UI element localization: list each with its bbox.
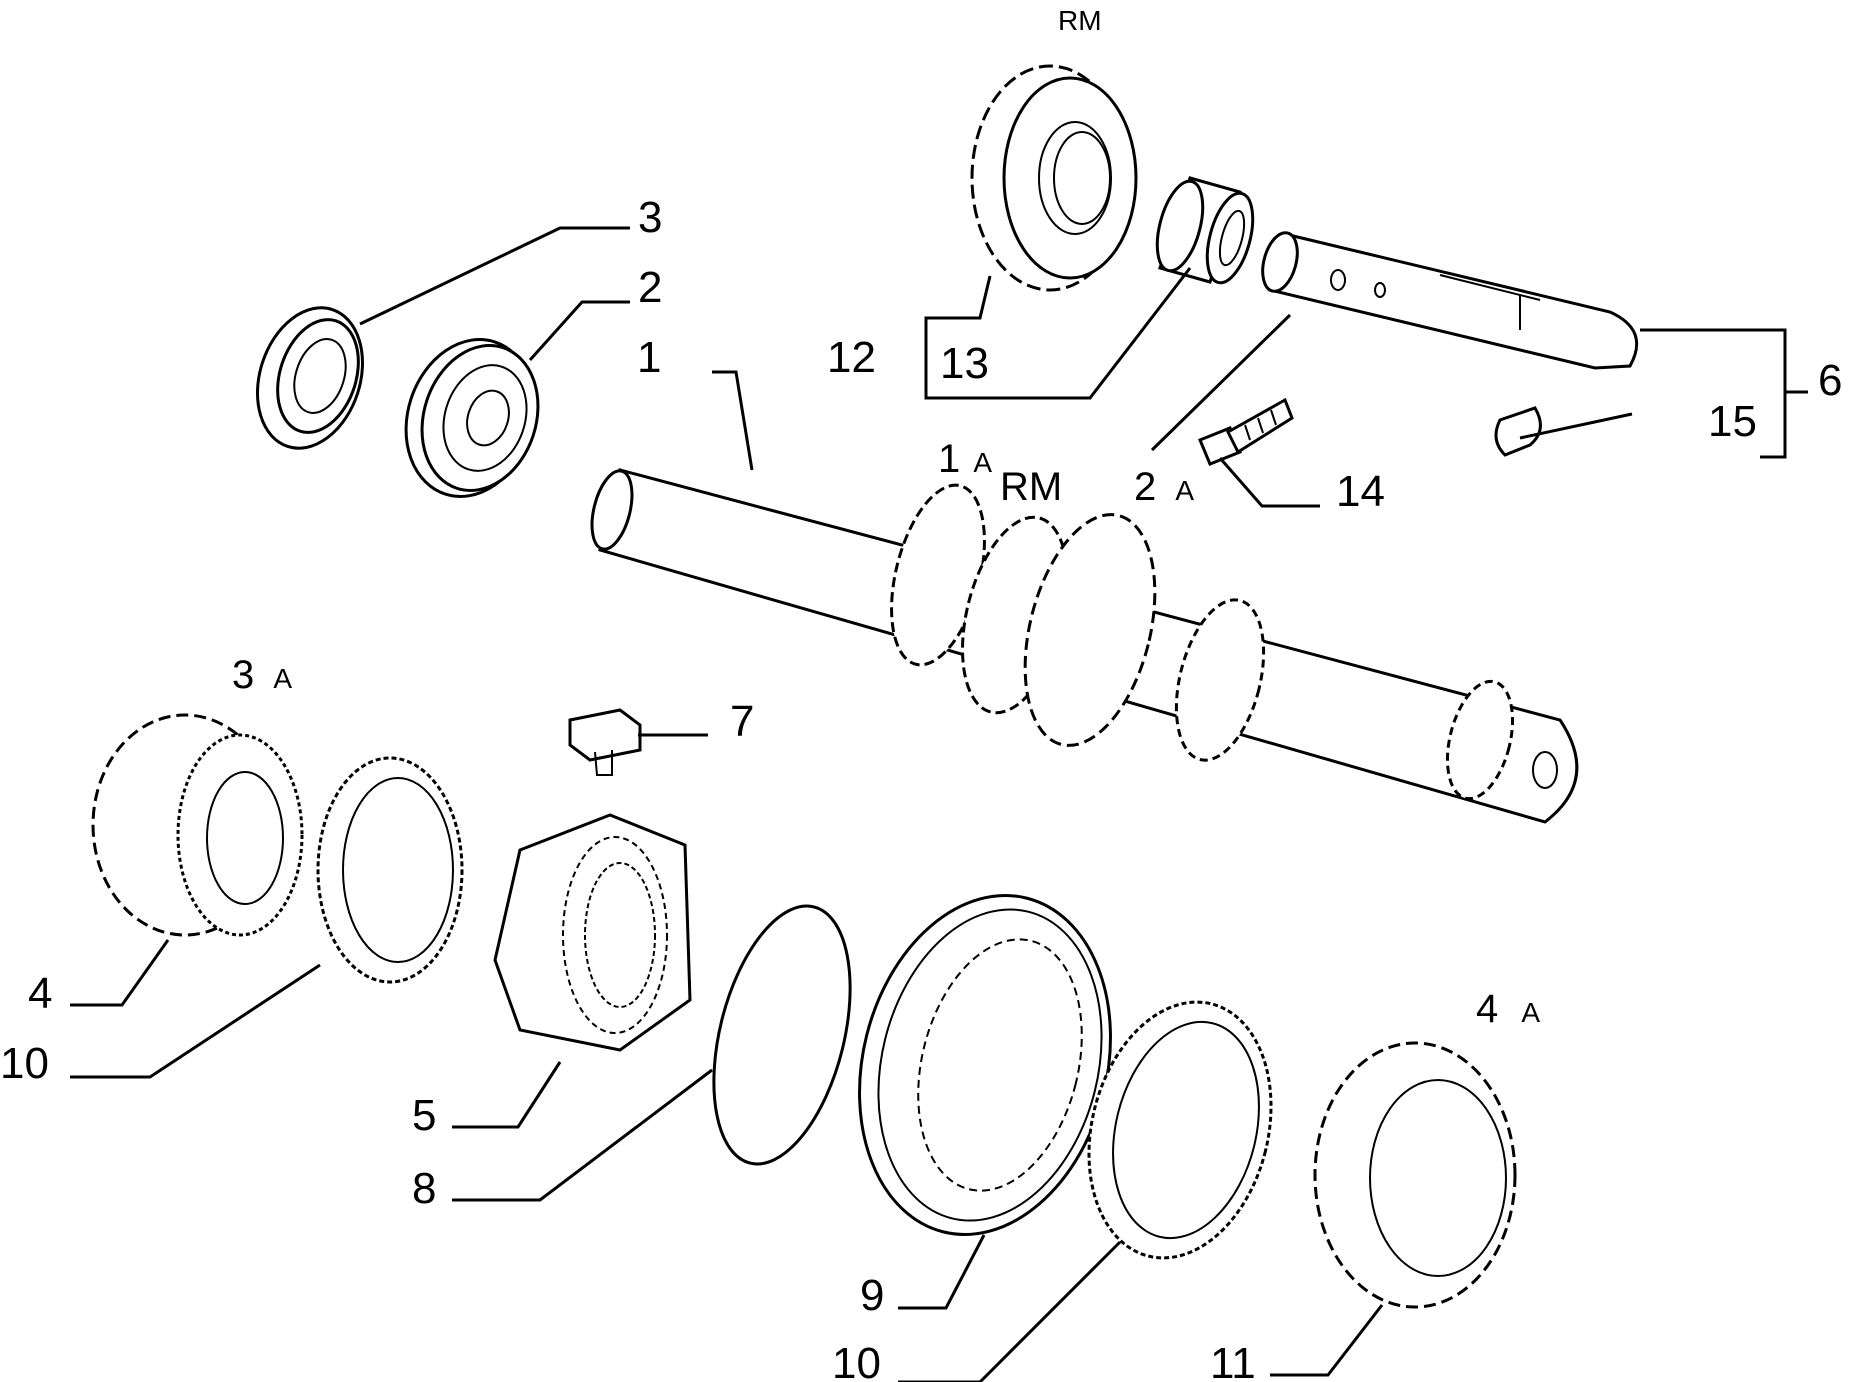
label-part-11: 11 — [1210, 1339, 1256, 1382]
tag-second-gear-suffix: A — [1175, 475, 1194, 506]
reverse-gear-part-12 — [970, 64, 1138, 292]
synchro-hub-part-5 — [493, 813, 692, 1052]
synchro-ring-part-10-right — [1087, 1000, 1273, 1260]
main-shaft-part-1 — [590, 468, 1579, 824]
tag-third-gear: 3 A — [232, 653, 292, 697]
label-part-1: 1 — [637, 333, 661, 382]
tag-first-gear-suffix: A — [973, 447, 992, 478]
tag-fourth-gear-number: 4 — [1476, 987, 1498, 1031]
label-part-15: 15 — [1708, 397, 1757, 446]
third-gear-part-4 — [91, 713, 304, 937]
bolt-part-14 — [1198, 397, 1294, 466]
gear-tags: RM 1 A RM 2 A 3 A 4 A — [232, 5, 1540, 1031]
tag-rm-mid: RM — [1000, 465, 1062, 509]
label-part-3: 3 — [638, 193, 662, 242]
pin-part-15 — [1494, 406, 1542, 457]
bushing-part-13 — [1155, 176, 1255, 285]
label-part-7: 7 — [730, 697, 754, 746]
sliding-sleeve-part-9 — [858, 894, 1112, 1236]
label-part-10-right: 10 — [832, 1339, 881, 1382]
label-part-6: 6 — [1818, 356, 1842, 405]
circlip-part-8 — [712, 904, 852, 1166]
reverse-shaft-part-6 — [1261, 231, 1639, 370]
label-part-9: 9 — [860, 1271, 884, 1320]
tag-third-gear-number: 3 — [232, 653, 254, 697]
label-part-14: 14 — [1336, 467, 1385, 516]
bearing-part-2 — [404, 338, 540, 498]
part-labels: 3 2 1 12 13 6 15 14 7 4 10 5 8 9 10 11 — [0, 193, 1842, 1382]
tag-fourth-gear: 4 A — [1476, 987, 1540, 1031]
oil-seal-part-3 — [255, 306, 365, 450]
key-part-7 — [568, 708, 642, 776]
label-part-10-left: 10 — [0, 1039, 49, 1088]
label-part-13: 13 — [940, 339, 989, 388]
label-part-8: 8 — [412, 1164, 436, 1213]
label-part-4: 4 — [28, 969, 52, 1018]
tag-first-gear-number: 1 — [938, 437, 960, 481]
fourth-gear-part-11 — [1313, 1041, 1517, 1309]
label-part-5: 5 — [412, 1091, 436, 1140]
tag-rm-top: RM — [1058, 5, 1102, 36]
tag-fourth-gear-suffix: A — [1521, 997, 1540, 1028]
tag-first-gear: 1 A — [938, 437, 992, 481]
tag-second-gear-number: 2 — [1134, 465, 1156, 509]
synchro-ring-part-10-left — [316, 756, 464, 984]
label-part-2: 2 — [638, 263, 662, 312]
tag-third-gear-suffix: A — [273, 663, 292, 694]
leader-lines — [70, 226, 1808, 1382]
label-part-12: 12 — [827, 333, 876, 382]
tag-second-gear: 2 A — [1134, 465, 1194, 509]
